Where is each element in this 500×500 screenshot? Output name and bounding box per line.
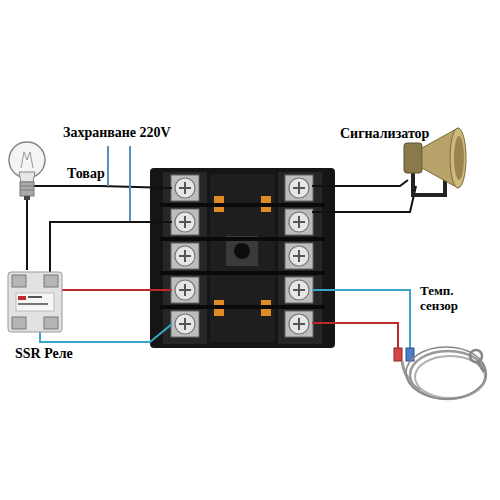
power-wire xyxy=(107,146,109,186)
wire-connector xyxy=(26,200,28,270)
terminal-column xyxy=(163,172,207,344)
device-label: Товар xyxy=(67,166,112,182)
ssr-mark xyxy=(18,303,48,305)
device-label: Сигнализатор xyxy=(340,126,472,142)
filament xyxy=(21,152,33,168)
alarm-wire xyxy=(312,186,416,212)
sensor-lead xyxy=(478,362,484,372)
terminal-screw xyxy=(285,243,313,269)
separator xyxy=(160,203,325,207)
power-wire xyxy=(129,146,131,222)
load-wire xyxy=(34,186,172,188)
terminal-screw xyxy=(285,277,313,303)
wires xyxy=(34,146,416,348)
alarm-wire xyxy=(312,180,408,186)
ssr-plus-wire xyxy=(62,289,172,291)
ssr-terminal xyxy=(44,317,58,329)
lamp-symbol xyxy=(9,142,45,200)
device-node: SSR Реле xyxy=(5,270,105,368)
ssr-terminal xyxy=(44,275,58,287)
ssr-plate xyxy=(16,293,54,311)
terminal-screw xyxy=(285,209,313,235)
siren-mouth xyxy=(454,136,464,180)
ssr-mark xyxy=(18,296,26,300)
device-label: SSR Реле xyxy=(15,346,105,362)
ssr-symbol xyxy=(8,272,62,332)
sensor-symbol xyxy=(394,347,486,399)
thread xyxy=(20,186,34,187)
terminal-screw xyxy=(171,311,199,337)
device-node: Темп. сензор xyxy=(392,280,498,405)
controller-body xyxy=(150,168,335,348)
terminal-screw xyxy=(285,311,313,337)
ssr-terminal xyxy=(12,317,26,329)
siren-driver xyxy=(404,143,422,173)
terminal-column xyxy=(278,172,322,344)
device-label: Темп. сензор xyxy=(420,283,474,313)
device-node: Товар xyxy=(5,140,110,200)
terminal-screw xyxy=(171,175,199,201)
sensor-coil xyxy=(406,347,486,399)
bulb-tip xyxy=(24,196,30,200)
separator xyxy=(160,237,325,241)
terminal-screw xyxy=(171,277,199,303)
sensor-spade xyxy=(394,348,402,361)
thread xyxy=(20,190,34,191)
bulb-base xyxy=(20,182,34,196)
terminal-screw xyxy=(171,209,199,235)
ssr-terminal xyxy=(12,275,26,287)
center-frame xyxy=(210,174,275,342)
separator xyxy=(160,271,325,275)
device-node: Сигнализатор xyxy=(335,124,475,196)
siren-bell xyxy=(450,128,466,188)
terminal-screw xyxy=(285,175,313,201)
sensor-wire xyxy=(312,290,410,348)
terminal-screw xyxy=(171,243,199,269)
power-label: Захранване 220V xyxy=(63,125,213,141)
separator xyxy=(160,305,325,309)
center-hole xyxy=(234,243,250,259)
ssr-wire xyxy=(50,222,172,272)
ssr-mark xyxy=(28,296,42,298)
controller-frame xyxy=(150,168,335,348)
ssr-body xyxy=(8,272,62,332)
ring-terminal xyxy=(470,350,482,362)
sensor-wire xyxy=(312,323,398,348)
bulb-neck xyxy=(19,172,35,182)
